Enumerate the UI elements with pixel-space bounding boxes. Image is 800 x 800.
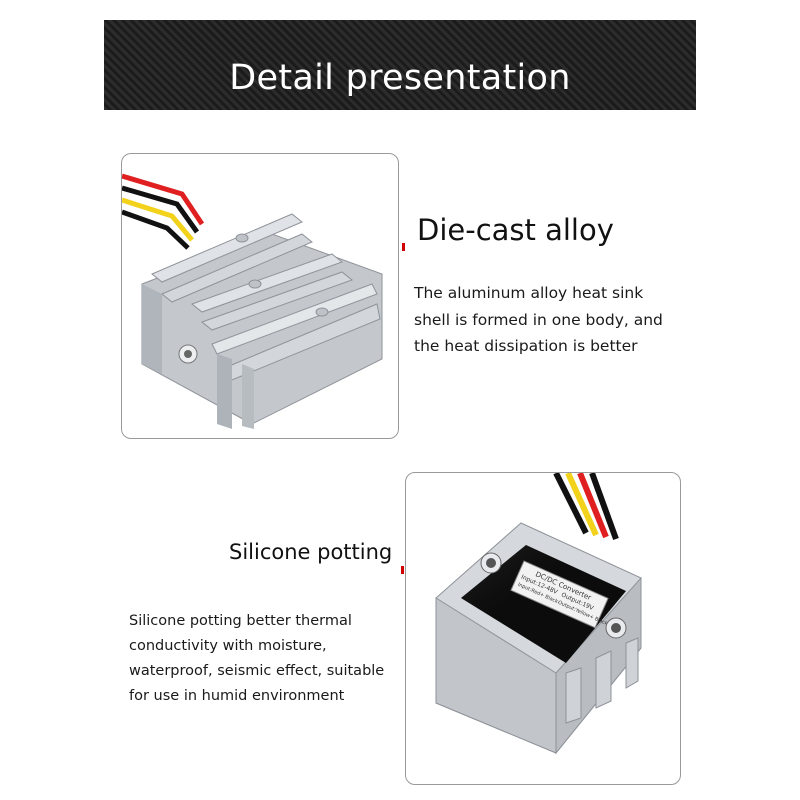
feature-description-silicone: Silicone potting better thermal conducti…: [129, 609, 384, 709]
feature-description-die-cast: The aluminum alloy heat sink shell is fo…: [414, 280, 663, 360]
accent-marker: [402, 243, 405, 251]
description-line: the heat dissipation is better: [414, 337, 638, 355]
description-line: conductivity with moisture,: [129, 638, 327, 654]
page-title: Detail presentation: [229, 58, 571, 98]
feature-heading-die-cast: Die-cast alloy: [417, 213, 614, 247]
description-line: for use in humid environment: [129, 688, 345, 704]
description-line: Silicone potting better thermal: [129, 613, 352, 629]
description-line: waterproof, seismic effect, suitable: [129, 663, 385, 679]
heatsink-converter-illustration: [122, 173, 383, 429]
feature-heading-silicone: Silicone potting: [229, 540, 393, 564]
title-banner: Detail presentation: [104, 20, 696, 110]
die-cast-product-photo: [121, 153, 399, 439]
potted-converter-illustration: DC/DC Converter Input:12-48V Output:19V …: [435, 473, 642, 755]
product-label: DC/DC Converter Input:12-48V Output:19V …: [510, 560, 610, 629]
description-line: shell is formed in one body, and: [414, 310, 663, 329]
description-line: The aluminum alloy heat sink: [414, 284, 644, 302]
silicone-potting-product-photo: DC/DC Converter Input:12-48V Output:19V …: [405, 472, 681, 785]
accent-marker: [401, 566, 404, 574]
